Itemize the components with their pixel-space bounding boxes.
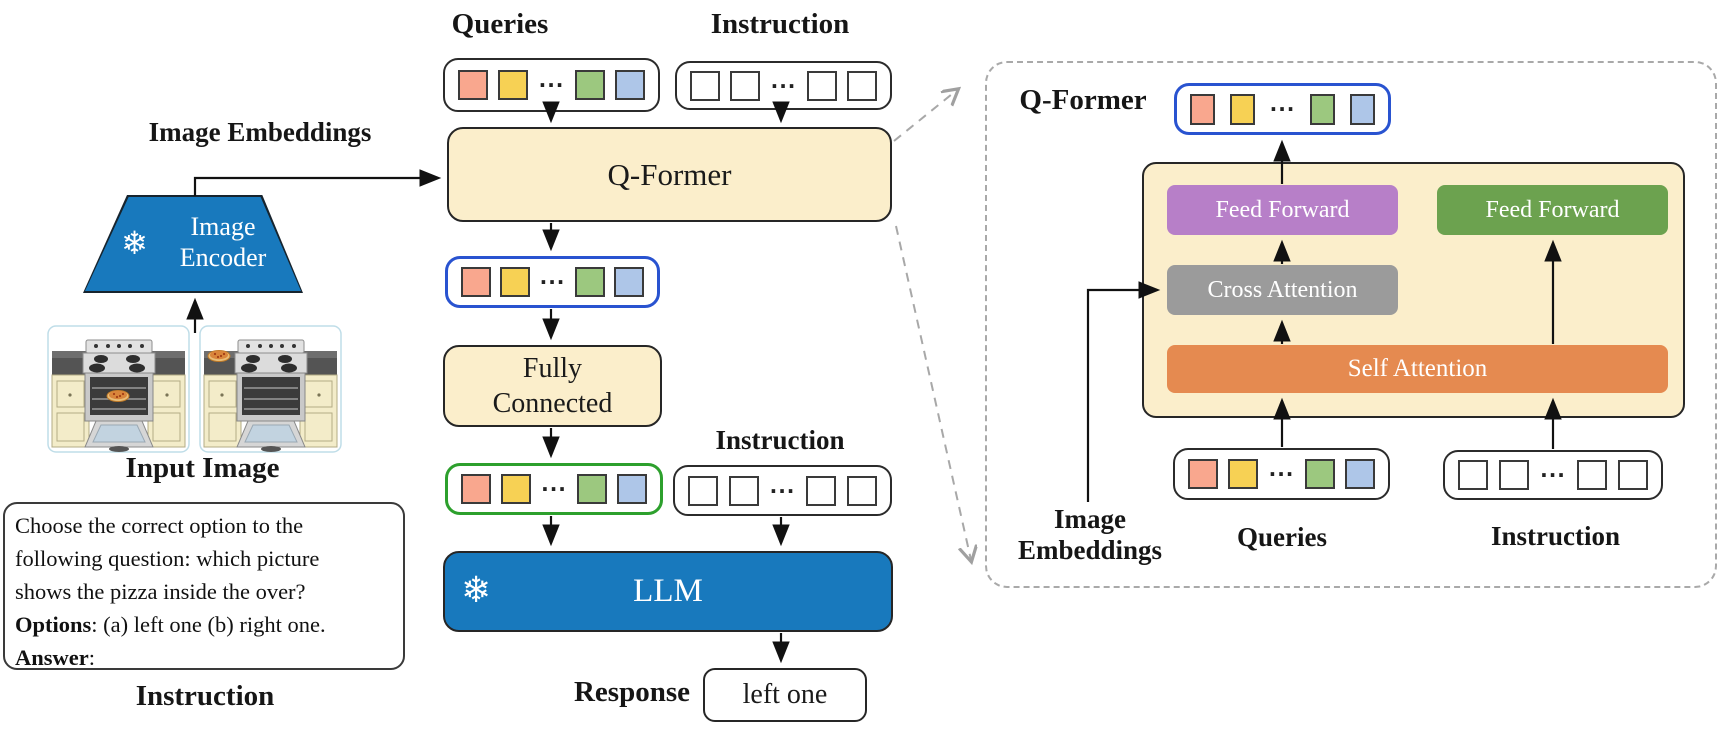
fully-connected-label: Fully Connected [492,353,613,419]
qformer-box-label: Q-Former [607,156,732,192]
instruction-token-box-top: ··· [675,61,892,110]
instruction-token [846,475,877,506]
ellipsis: ··· [1268,462,1295,486]
feed-forward-left-label: Feed Forward [1215,196,1350,223]
fully-connected-box: Fully Connected [443,345,662,427]
query-token [501,474,532,504]
ellipsis: ··· [541,477,567,501]
response-value: left one [742,679,828,710]
snowflake-icon: ❄ [461,570,492,611]
feed-forward-right-box: Feed Forward [1437,185,1668,235]
feed-forward-left-box: Feed Forward [1167,185,1398,235]
instruction-token [806,475,837,506]
instruction-token [690,70,720,101]
ellipsis: ··· [770,73,797,98]
query-token [1229,93,1255,125]
instruction-line: following question: which picture [15,546,320,571]
instruction-label-top: Instruction [710,8,850,40]
query-token [461,474,491,504]
ellipsis: ··· [538,73,565,97]
queries-label-detail: Queries [1237,522,1327,552]
query-token [1344,459,1375,489]
cross-attention-label: Cross Attention [1207,276,1358,303]
instruction-line: Options: (a) left one (b) right one. [15,612,326,637]
input-image-label: Input Image [125,452,280,484]
query-token [574,70,605,100]
qformer-detail-panel [985,61,1717,588]
qformer-detail-output-token-box: ··· [1174,83,1391,135]
query-token [498,70,529,100]
llm-box: ❄ LLM [443,551,893,632]
instruction-label-bottom: Instruction [135,680,275,712]
qformer-panel-label: Q-Former [1019,84,1147,116]
feed-forward-right-label: Feed Forward [1485,196,1620,223]
instruction-token [728,475,759,506]
qformer-output-token-box: ··· [445,256,660,308]
query-token [1304,459,1335,489]
query-token [1188,459,1218,489]
ellipsis: ··· [1540,463,1566,487]
query-token [1228,459,1259,489]
qformer-detail-queries-token-box: ··· [1173,448,1390,500]
cross-attention-box: Cross Attention [1167,265,1398,315]
self-attention-label: Self Attention [1347,355,1488,382]
query-token [614,70,645,100]
instruction-token [688,475,718,506]
instruction-token [1576,460,1607,490]
response-label: Response [573,676,690,708]
instruction-token-box-mid: ··· [673,465,892,516]
ellipsis: ··· [1269,97,1296,121]
response-box: left one [703,668,867,722]
input-image-right [198,325,343,453]
llm-label: LLM [633,573,703,609]
instruction-line: Choose the correct option to the [15,513,304,538]
input-image-left [47,325,190,453]
instruction-token [846,70,877,101]
instruction-line: shows the pizza inside the over? [15,579,306,604]
instruction-line: Answer: [15,645,96,670]
image-embeddings-label-detail: Image Embeddings [1017,504,1163,565]
snowflake-icon: ❄ [121,224,148,262]
query-token [500,267,531,297]
query-token [458,70,488,100]
queries-token-box: ··· [443,58,660,112]
instruction-label-detail: Instruction [1490,521,1620,551]
query-token [576,474,607,504]
query-token [616,474,647,504]
ellipsis: ··· [769,478,796,503]
query-token [1190,93,1215,125]
image-embeddings-label: Image Embeddings [148,117,372,147]
qformer-box: Q-Former [447,127,892,222]
instruction-token [806,70,837,101]
ellipsis: ··· [539,270,566,294]
instruction-token [1617,460,1648,490]
query-token [1310,93,1336,125]
query-token [461,267,491,297]
query-token [1349,93,1375,125]
instruction-token [1499,460,1530,490]
query-token [574,267,605,297]
queries-label-top: Queries [451,8,549,40]
instruction-label-mid: Instruction [715,425,845,455]
projected-token-box: ··· [445,463,663,515]
instruction-token [730,70,761,101]
qformer-detail-instruction-token-box: ··· [1443,450,1663,500]
query-token [613,267,644,297]
instruction-token [1458,460,1488,490]
instruction-prompt-box: Choose the correct option to the followi… [3,502,405,670]
self-attention-box: Self Attention [1167,345,1668,393]
